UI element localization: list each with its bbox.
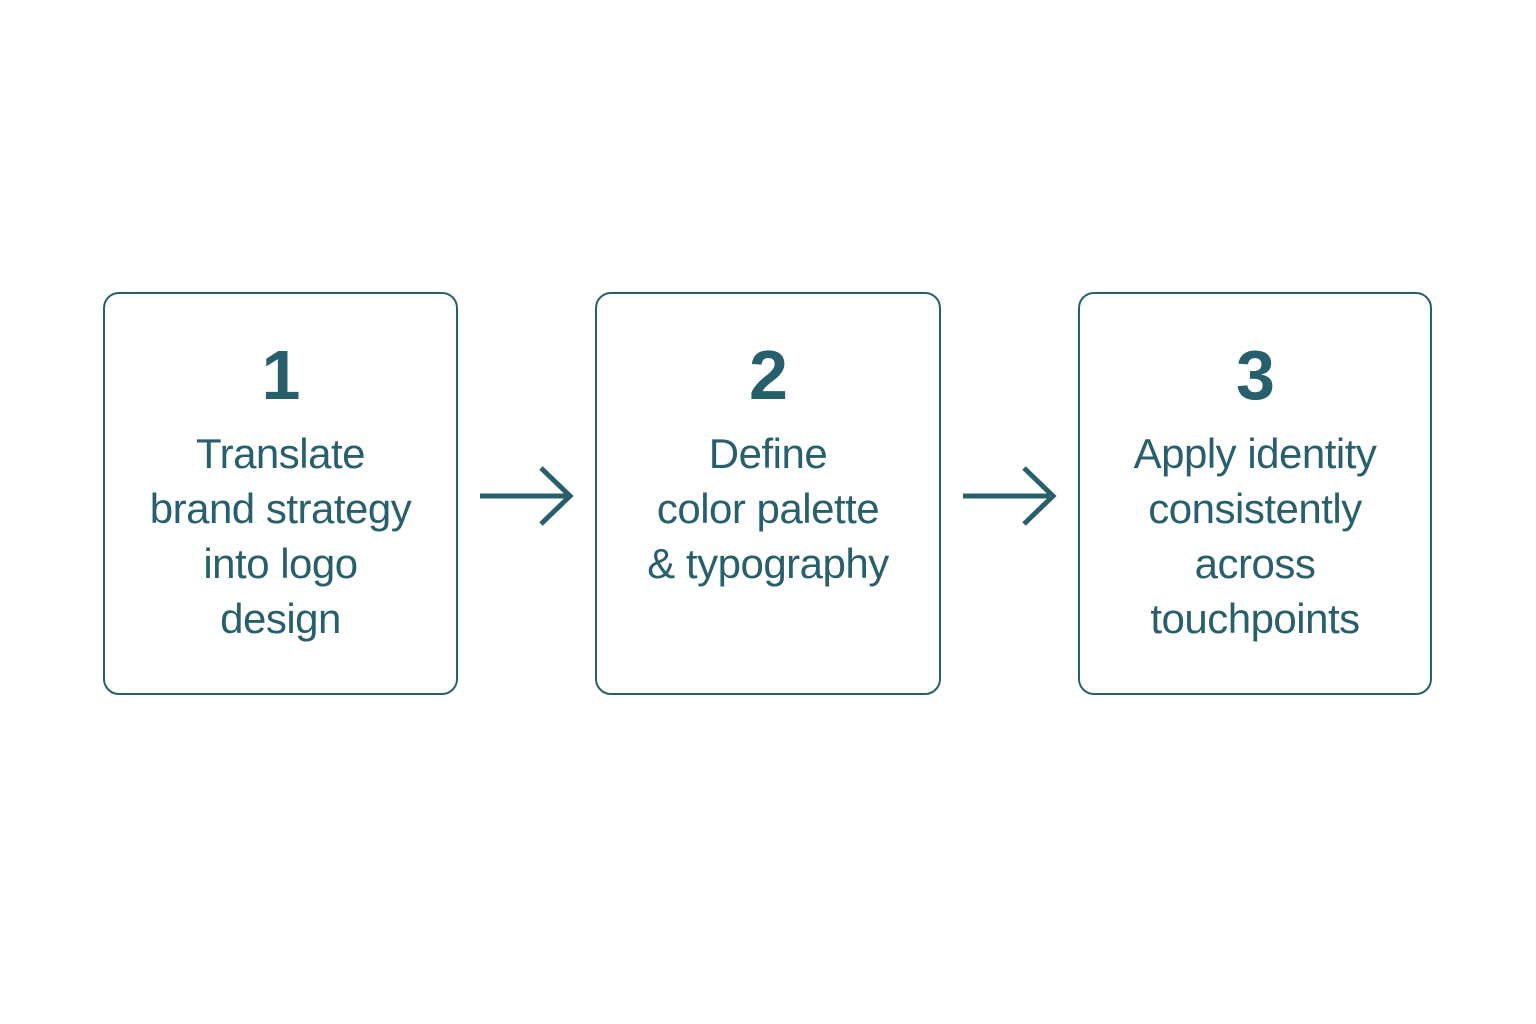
step-1-line-4: design — [220, 595, 341, 642]
step-1-line-3: into logo — [203, 540, 358, 587]
step-3-text: Apply identity consistently across touch… — [1080, 426, 1430, 646]
step-box-2: 2 Define color palette & typography — [595, 292, 941, 695]
step-3-line-3: across — [1194, 540, 1316, 587]
step-box-1: 1 Translate brand strategy into logo des… — [103, 292, 458, 695]
step-2-text: Define color palette & typography — [597, 426, 939, 591]
step-3-number: 3 — [1236, 336, 1275, 414]
step-2-line-1: Define — [708, 430, 828, 477]
arrow-right-icon — [480, 466, 574, 526]
step-1-line-2: brand strategy — [149, 485, 412, 532]
step-1-number: 1 — [261, 336, 301, 414]
step-2-line-2: color palette — [656, 485, 880, 532]
arrow-right-icon — [963, 466, 1057, 526]
step-1-line-1: Translate — [195, 430, 366, 477]
step-3-line-1: Apply identity — [1133, 430, 1377, 477]
step-box-3: 3 Apply identity consistently across tou… — [1078, 292, 1432, 695]
step-3-line-2: consistently — [1148, 485, 1362, 532]
step-3-line-4: touchpoints — [1150, 595, 1360, 642]
step-2-line-3: & typography — [647, 540, 889, 587]
step-2-number: 2 — [749, 336, 788, 414]
step-1-text: Translate brand strategy into logo desig… — [105, 426, 456, 646]
